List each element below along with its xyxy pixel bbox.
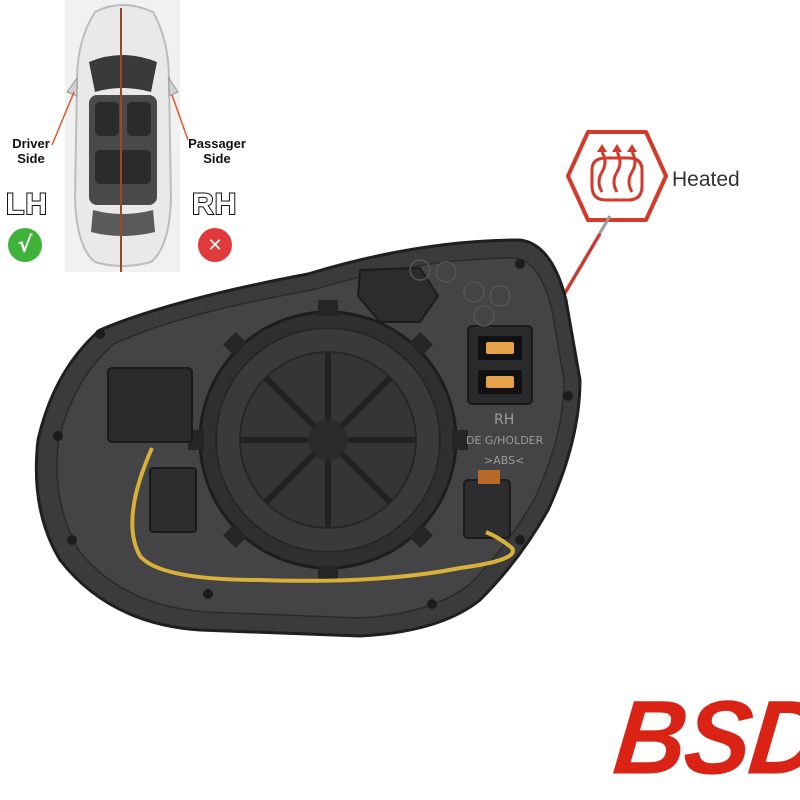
mirror-material-marking: >ABS< [484,454,525,467]
car-top-view-panel [65,0,180,272]
cross-icon: ✕ [198,228,232,262]
rh-code: RH [191,187,238,222]
lh-code: LH [5,187,48,222]
pointer-lines [51,91,189,146]
brand-logo: BSD [608,679,800,797]
mirror-side-marking: RH [494,412,515,428]
car-top-view-icon [66,4,179,267]
mirror-part-marking: DE G/HOLDER [466,434,544,447]
heated-label: Heated [672,168,740,191]
driver-side-label: Driver Side [12,136,50,166]
side-diagram: Driver Side Passager Side LH RH √ ✕ [0,0,260,272]
passenger-side-label: Passager Side [188,136,246,166]
check-icon: √ [8,228,42,262]
center-line [120,8,122,272]
heated-mirror-icon [566,130,668,222]
